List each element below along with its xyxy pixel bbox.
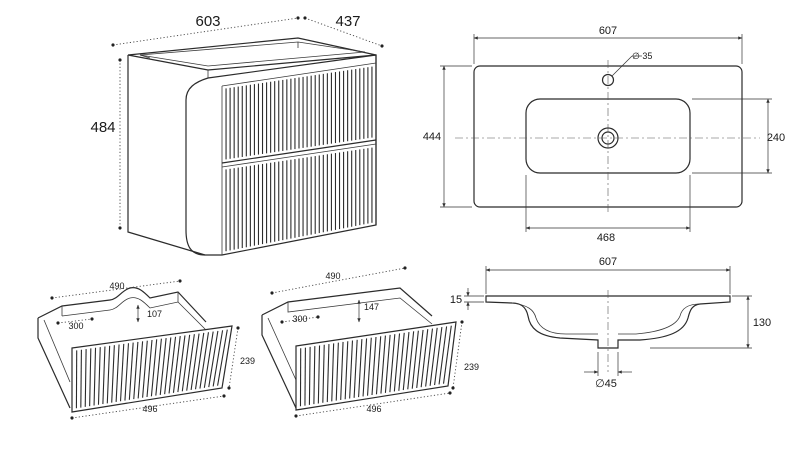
sink-depth-label: 444: [423, 131, 441, 143]
sink-width-label: 607: [599, 25, 617, 37]
section-width-label: 607: [599, 256, 617, 268]
drawer-front-grooves-bottom: [225, 147, 373, 252]
basin-depth-label: 240: [767, 132, 785, 144]
cabinet-depth-label: 437: [335, 13, 360, 30]
drawer-bottom-front-label: 496: [366, 404, 381, 414]
drawer-top-width-label: 490: [109, 281, 124, 291]
drawer-bottom-inner-depth-label: 300: [292, 314, 307, 324]
drawer-bottom-inner-height-label: 147: [364, 302, 379, 312]
drawer-top-view: [37, 279, 240, 420]
drawer-top-cutout-label: 107: [147, 309, 162, 319]
drawer-top-height-label: 239: [240, 356, 255, 366]
drawer-front-grooves-top: [225, 66, 373, 160]
drawer-top-inner-depth-label: 300: [68, 321, 83, 331]
sink-top-view: [440, 34, 772, 232]
drawer-top-front-grooves: [75, 329, 228, 409]
drawer-top-front-label: 496: [142, 404, 157, 414]
cabinet-view: [111, 16, 384, 256]
cabinet-height-label: 484: [90, 119, 115, 136]
basin-width-label: 468: [597, 232, 615, 244]
sink-section-view: [464, 266, 752, 376]
drawer-bottom-view: [261, 266, 464, 418]
drawer-bottom-height-label: 239: [464, 362, 479, 372]
section-thickness-label: 15: [450, 294, 462, 306]
tap-hole-label: ∅ 35: [632, 51, 652, 61]
drain-diameter-label: ∅45: [595, 378, 617, 390]
cabinet-width-label: 603: [195, 13, 220, 30]
drawer-bottom-width-label: 490: [325, 271, 340, 281]
section-height-label: 130: [753, 317, 771, 329]
drawer-bottom-front-grooves: [299, 325, 452, 407]
